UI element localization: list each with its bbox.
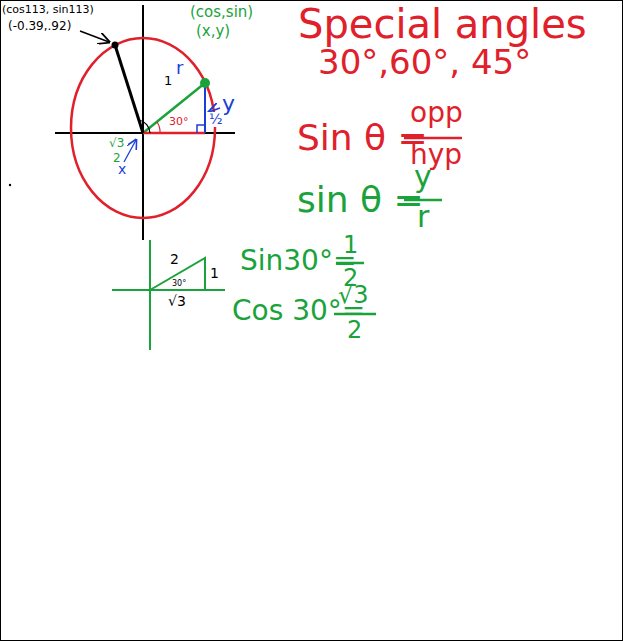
numerator: opp: [410, 98, 463, 129]
right-angle-mark: [197, 125, 205, 133]
leader-arrow: [124, 140, 136, 162]
numerator: y: [414, 160, 432, 193]
formula: sin θ =: [297, 180, 424, 220]
side-label: √3: [168, 294, 186, 309]
side-label: 1: [210, 266, 219, 281]
radius-line: [143, 83, 205, 133]
point: [200, 78, 210, 88]
x-axis: [112, 289, 225, 291]
leader-arrow: [80, 31, 109, 42]
denominator: r: [417, 200, 429, 233]
title: Special angles: [298, 2, 587, 46]
point: [112, 42, 119, 49]
side-label: ½: [208, 112, 224, 127]
angle-label: 30°: [168, 116, 190, 128]
angle-list: 30°,60°, 45°: [318, 44, 531, 81]
unit-circle: [71, 38, 215, 218]
numerator: 1: [343, 232, 358, 258]
coordinate-label: (-0.39,.92): [8, 20, 71, 33]
radius-line: [115, 45, 143, 133]
side-label: y: [222, 92, 235, 116]
side-label: 2: [170, 252, 179, 267]
side-label: r: [176, 58, 183, 78]
adjacent-side: [143, 132, 205, 135]
denominator: 2: [347, 317, 362, 343]
coordinate-label: (x,y): [196, 23, 230, 40]
y-axis: [149, 240, 151, 350]
coordinate-label: (cos,sin): [190, 4, 253, 21]
formula: Sin θ =: [297, 118, 428, 158]
numerator: √3: [338, 282, 369, 308]
stray-dot: [9, 184, 11, 186]
angle-arc: [139, 120, 150, 133]
angle-label: 30°: [171, 280, 187, 289]
side-label: x: [118, 162, 126, 177]
formula: Sin30°=: [240, 246, 356, 277]
coordinate-label: (cos113, sin113): [2, 4, 94, 16]
angle-arc: [157, 122, 160, 133]
side-label: 1: [164, 74, 172, 88]
side-label: √3: [108, 137, 125, 150]
x-axis: [55, 132, 235, 134]
